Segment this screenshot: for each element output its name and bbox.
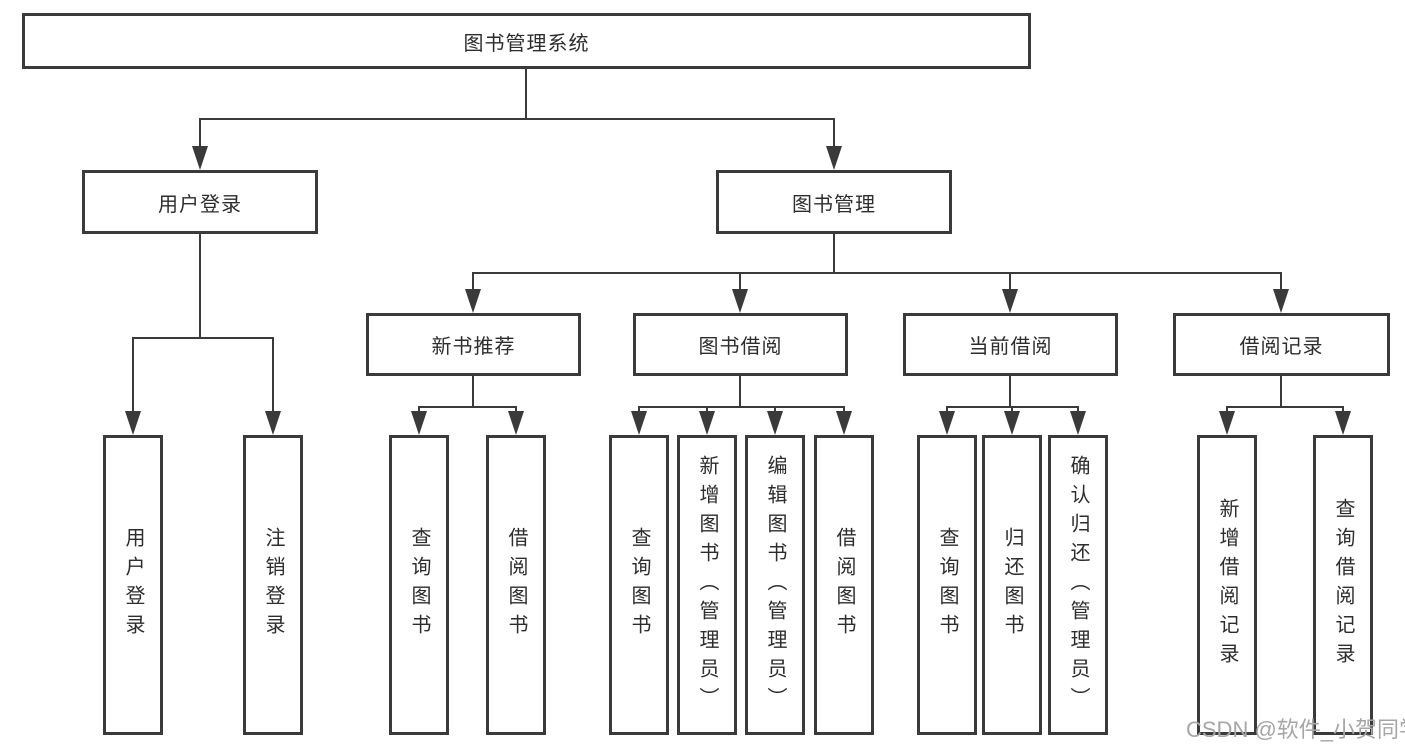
- leaf-user-login: 用户登录: [103, 435, 163, 735]
- connector-leaf-drop: [515, 406, 517, 414]
- leaf-borrow-add-admin-label: 新增图书（管理员）: [696, 454, 718, 716]
- node-book-mgmt: 图书管理: [716, 170, 952, 234]
- connector-leaf-drop: [1342, 406, 1344, 414]
- leaf-records-add-label: 新增借阅记录: [1216, 498, 1238, 672]
- connector-newbooks-rail: [418, 406, 517, 408]
- connector-userlogin-rail: [132, 337, 274, 339]
- node-borrow-records-label: 借阅记录: [1239, 336, 1324, 358]
- leaf-current-return-label: 归还图书: [1001, 527, 1023, 643]
- connector-leaf-drop: [638, 406, 640, 414]
- connector-userlogin-drop: [199, 118, 201, 148]
- leaf-records-add: 新增借阅记录: [1197, 435, 1257, 735]
- node-current-borrow: 当前借阅: [903, 313, 1118, 376]
- connector-records-rail: [1226, 406, 1344, 408]
- leaf-records-query: 查询借阅记录: [1313, 435, 1373, 735]
- arrow-down-icon: [767, 411, 783, 435]
- arrow-down-icon: [265, 411, 281, 435]
- connector-bookmgmt-stem: [833, 234, 835, 274]
- connector-leaf-drop: [946, 406, 948, 414]
- connector-root-stem: [525, 69, 527, 119]
- connector-l3-drop: [1009, 272, 1011, 290]
- leaf-records-query-label: 查询借阅记录: [1332, 498, 1354, 672]
- arrow-down-icon: [465, 289, 481, 313]
- node-new-books-label: 新书推荐: [431, 336, 516, 358]
- leaf-borrow-edit-admin-label: 编辑图书（管理员）: [764, 454, 786, 716]
- leaf-user-login-label: 用户登录: [122, 527, 144, 643]
- arrow-down-icon: [732, 289, 748, 313]
- connector-leaf-drop: [418, 406, 420, 414]
- arrow-down-icon: [1335, 411, 1351, 435]
- connector-leaf-drop: [1226, 406, 1228, 414]
- node-user-login-label: 用户登录: [158, 193, 242, 216]
- connector-newbooks-stem: [472, 376, 474, 408]
- connector-leaf-drop: [1011, 406, 1013, 414]
- node-current-borrow-label: 当前借阅: [968, 336, 1053, 358]
- node-book-borrow-label: 图书借阅: [698, 336, 783, 358]
- leaf-borrow-query-label: 查询图书: [628, 527, 650, 643]
- connector-l3-drop: [472, 272, 474, 290]
- connector-userlogin-stem: [199, 234, 201, 338]
- leaf-current-confirm-admin: 确认归还（管理员）: [1048, 435, 1108, 735]
- connector-leaf-drop: [272, 337, 274, 413]
- leaf-borrow-borrow: 借阅图书: [814, 435, 874, 735]
- arrow-down-icon: [826, 146, 842, 170]
- connector-records-stem: [1280, 376, 1282, 408]
- node-borrow-records: 借阅记录: [1173, 313, 1390, 376]
- arrow-down-icon: [631, 411, 647, 435]
- leaf-current-query: 查询图书: [917, 435, 977, 735]
- leaf-current-return: 归还图书: [982, 435, 1042, 735]
- leaf-logout-label: 注销登录: [262, 527, 284, 643]
- arrow-down-icon: [699, 411, 715, 435]
- leaf-newbooks-borrow-label: 借阅图书: [505, 527, 527, 643]
- leaf-borrow-edit-admin: 编辑图书（管理员）: [745, 435, 805, 735]
- connector-level2-rail: [199, 118, 835, 120]
- arrow-down-icon: [1273, 289, 1289, 313]
- arrow-down-icon: [1219, 411, 1235, 435]
- arrow-down-icon: [411, 411, 427, 435]
- node-new-books: 新书推荐: [366, 313, 581, 376]
- leaf-newbooks-query-label: 查询图书: [408, 527, 430, 643]
- connector-borrow-stem: [739, 376, 741, 408]
- connector-leaf-drop: [132, 337, 134, 413]
- node-book-mgmt-label: 图书管理: [792, 193, 876, 216]
- arrow-down-icon: [125, 411, 141, 435]
- node-user-login: 用户登录: [82, 170, 318, 234]
- connector-bookmgmt-drop: [833, 118, 835, 148]
- connector-leaf-drop: [843, 406, 845, 414]
- arrow-down-icon: [508, 411, 524, 435]
- connector-leaf-drop: [774, 406, 776, 414]
- connector-leaf-drop: [1077, 406, 1079, 414]
- node-root: 图书管理系统: [22, 13, 1031, 69]
- leaf-borrow-add-admin: 新增图书（管理员）: [677, 435, 737, 735]
- leaf-current-query-label: 查询图书: [936, 527, 958, 643]
- csdn-watermark: CSDN @软件_小贺同学: [1186, 717, 1405, 742]
- leaf-borrow-borrow-label: 借阅图书: [833, 527, 855, 643]
- arrow-down-icon: [1002, 289, 1018, 313]
- leaf-current-confirm-admin-label: 确认归还（管理员）: [1067, 454, 1089, 716]
- connector-current-stem: [1009, 376, 1011, 408]
- connector-l3-drop: [1280, 272, 1282, 290]
- leaf-newbooks-borrow: 借阅图书: [486, 435, 546, 735]
- node-root-label: 图书管理系统: [463, 32, 590, 55]
- arrow-down-icon: [1004, 411, 1020, 435]
- arrow-down-icon: [1070, 411, 1086, 435]
- arrow-down-icon: [939, 411, 955, 435]
- connector-level3-rail: [472, 272, 1282, 274]
- leaf-borrow-query: 查询图书: [609, 435, 669, 735]
- connector-l3-drop: [739, 272, 741, 290]
- node-book-borrow: 图书借阅: [633, 313, 848, 376]
- arrow-down-icon: [192, 146, 208, 170]
- leaf-newbooks-query: 查询图书: [389, 435, 449, 735]
- arrow-down-icon: [836, 411, 852, 435]
- connector-borrow-rail: [638, 406, 845, 408]
- connector-leaf-drop: [706, 406, 708, 414]
- leaf-logout: 注销登录: [243, 435, 303, 735]
